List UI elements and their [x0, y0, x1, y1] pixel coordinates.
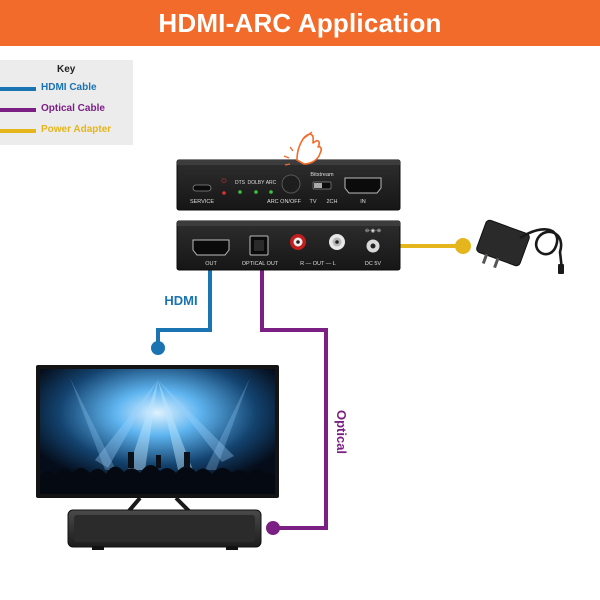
power-cable-end: [455, 238, 471, 254]
key-legend: Key HDMI Cable Optical Cable Power Adapt…: [0, 60, 133, 145]
soundbar-grille: [74, 515, 255, 542]
performer: [184, 452, 190, 468]
adapter-prong-1: [481, 253, 489, 265]
led-label-arc: ARC: [266, 180, 277, 186]
power-led: [222, 191, 226, 195]
arc-button-label: ARC ON/OFF: [267, 199, 302, 205]
arc-on-off-button[interactable]: [281, 174, 301, 194]
light-beam: [158, 380, 193, 470]
key-item-hdmi: HDMI Cable: [0, 82, 133, 96]
light-beam: [70, 378, 116, 470]
arc-extractor-front: SERVICE ⏻ DTS DOLBY ARC ARC ON/OFF Bitst…: [176, 159, 401, 211]
hdmi-cable-end: [151, 341, 165, 355]
hdmi-cable-label: HDMI: [164, 293, 197, 308]
crowd-silhouette: [40, 464, 275, 494]
led-label-dolby: DOLBY: [248, 180, 266, 186]
performer: [156, 455, 161, 468]
key-title: Key: [57, 64, 76, 75]
key-item-power: Power Adapter: [0, 124, 133, 138]
adapter-plug: [558, 264, 564, 274]
power-swatch: [0, 129, 36, 133]
television: [36, 365, 279, 514]
rear-panel-top-edge: [177, 221, 400, 226]
switch-label-tv: TV: [309, 199, 316, 205]
light-beam: [128, 380, 158, 470]
switch-label-2ch: 2CH: [326, 199, 337, 205]
hdmi-swatch: [0, 87, 36, 91]
hdmi-cable: [156, 270, 212, 347]
dc-5v-label: DC 5V: [365, 261, 382, 267]
rca-left-pin: [335, 240, 339, 244]
soundbar: [67, 509, 262, 550]
led-dolby: [254, 190, 258, 194]
hand-press-icon: [283, 131, 323, 166]
led-dts: [238, 190, 242, 194]
optical-out-label: OPTICAL OUT: [242, 261, 279, 267]
hdmi-out-label: OUT: [205, 261, 217, 267]
title-bar: HDMI-ARC Application: [0, 0, 600, 46]
adapter-cord: [519, 228, 564, 271]
light-beam: [95, 380, 158, 468]
power-icon: ⏻: [221, 178, 226, 185]
optical-cable: [260, 270, 328, 530]
key-label-power: Power Adapter: [41, 124, 112, 135]
rca-right-pin: [296, 240, 300, 244]
hdmi-in-port: [344, 177, 382, 194]
bitstream-switch-knob: [314, 183, 322, 188]
soundbar-foot: [226, 546, 238, 550]
soundbar-foot: [92, 546, 104, 550]
service-port: [192, 184, 212, 192]
front-panel-top-edge: [177, 160, 400, 165]
optical-swatch: [0, 108, 36, 112]
service-label: SERVICE: [190, 199, 214, 205]
light-beam: [205, 378, 250, 470]
power-adapter: [476, 219, 564, 274]
dc-polarity-icon: ⊖-◉-⊕: [365, 228, 381, 234]
light-beam: [158, 380, 234, 462]
optical-cable-label: Optical: [334, 410, 349, 454]
key-item-optical: Optical Cable: [0, 103, 133, 117]
arc-extractor-rear: OUT OPTICAL OUT R — OUT — L ⊖-◉-⊕ DC 5V: [176, 220, 401, 271]
performer: [128, 452, 134, 468]
optical-out-shutter: [254, 240, 264, 251]
led-arc: [269, 190, 273, 194]
page-title: HDMI-ARC Application: [158, 7, 442, 38]
led-label-dts: DTS: [235, 180, 246, 186]
optical-cable-end: [266, 521, 280, 535]
bitstream-label: Bitstream: [310, 172, 334, 178]
adapter-prong-2: [493, 257, 500, 269]
key-label-optical: Optical Cable: [41, 103, 105, 114]
key-label-hdmi: HDMI Cable: [41, 82, 97, 93]
rca-label: R — OUT — L: [300, 261, 336, 267]
dc-5v-inner: [370, 243, 376, 249]
hdmi-in-label: IN: [360, 199, 366, 205]
hdmi-out-port: [192, 239, 230, 256]
